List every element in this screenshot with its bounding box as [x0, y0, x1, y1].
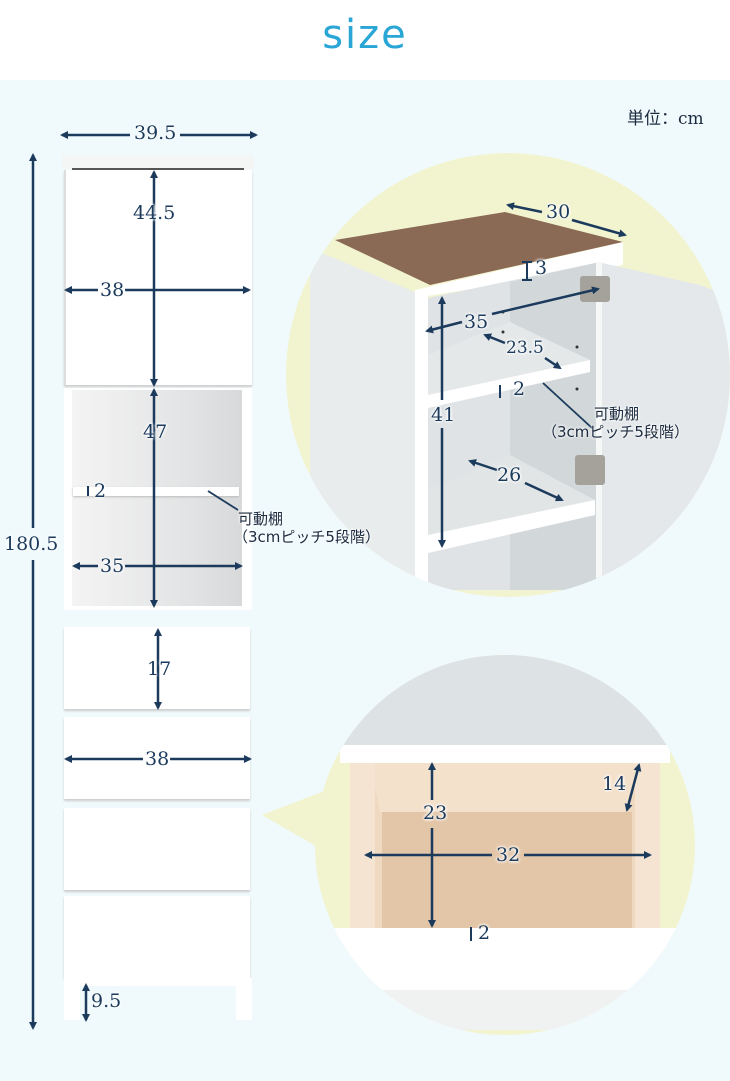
- movable-shelf-note-line2: （3cmピッチ5段階）: [233, 528, 380, 546]
- detail-shelf-depth-label: 23.5: [506, 338, 544, 358]
- detail-inner-width-label: 35: [464, 311, 489, 333]
- drawer-front-thickness-label: 2: [478, 922, 491, 944]
- detail-bottom-depth-label: 26: [497, 464, 522, 486]
- leg-left: [64, 984, 80, 1020]
- drawer-width-label: 38: [145, 748, 170, 770]
- page-title: size: [322, 12, 408, 58]
- drawer-3: [64, 808, 250, 890]
- movable-shelf-note-line1: 可動棚: [238, 510, 284, 528]
- inner-width-label: 35: [100, 555, 125, 577]
- top-door-width-label: 38: [100, 279, 125, 301]
- speech-pointer: [262, 785, 340, 860]
- overall-width-label: 39.5: [134, 122, 177, 144]
- cabinet-base: [64, 978, 252, 986]
- detail-inner-height-label: 41: [431, 404, 456, 426]
- drawer-height-label: 17: [147, 658, 172, 680]
- top-door: [64, 170, 252, 385]
- overall-height-label: 180.5: [4, 533, 59, 555]
- detail-movable-shelf-note: 可動棚 （3cmピッチ5段階）: [542, 405, 689, 441]
- header-band: size: [0, 0, 730, 80]
- drawer-inner-width-label: 32: [496, 844, 521, 866]
- cabinet-top: [62, 155, 254, 169]
- detail-depth-label: 30: [546, 201, 571, 223]
- cabinet-top-shadow: [72, 168, 244, 171]
- detail-top-thickness-label: 3: [535, 257, 548, 279]
- drawer-4: [64, 896, 250, 978]
- top-door-height-label: 44.5: [133, 202, 176, 224]
- unit-label: 単位：cm: [627, 109, 704, 129]
- detail-note-line1: 可動棚: [594, 405, 640, 423]
- movable-shelf-note: 可動棚 （3cmピッチ5段階）: [233, 510, 380, 546]
- drawer-inner-height-label: 23: [423, 802, 448, 824]
- detail-shelf-thickness-label: 2: [513, 378, 526, 400]
- open-shelf-height-label: 47: [143, 421, 168, 443]
- drawer-inner-depth-label: 14: [602, 773, 627, 795]
- leg-right: [236, 984, 252, 1020]
- detail-note-line2: （3cmピッチ5段階）: [542, 423, 689, 441]
- leg-height-label: 9.5: [91, 990, 122, 1012]
- shelf-thickness-label: 2: [94, 480, 107, 502]
